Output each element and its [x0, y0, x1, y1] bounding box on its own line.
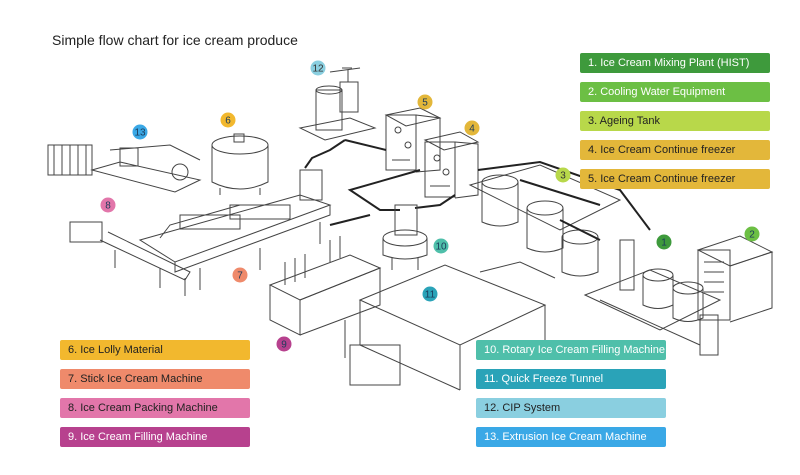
legend-item-2: 2. Cooling Water Equipment — [580, 82, 770, 102]
stick-machine-illustration — [138, 169, 332, 290]
page-title: Simple flow chart for ice cream produce — [52, 32, 298, 48]
packing-conveyor-illustration — [69, 221, 191, 296]
ice-lolly-material-tank-illustration — [211, 133, 269, 195]
legend-item-8: 8. Ice Cream Packing Machine — [60, 398, 250, 418]
legend-item-10: 10. Rotary Ice Cream Filling Machine — [476, 340, 666, 360]
legend-item-12: 12. CIP System — [476, 398, 666, 418]
cip-system-illustration — [298, 67, 377, 141]
filling-machine-illustration — [268, 236, 382, 336]
legend-item-4: 4. Ice Cream Continue freezer — [580, 140, 770, 160]
rotary-filling-machine-illustration — [382, 204, 428, 270]
cooling-water-equipment-illustration — [696, 235, 774, 323]
legend-item-7: 7. Stick Ice Cream Machine — [60, 369, 250, 389]
mixing-plant-illustration — [583, 239, 722, 356]
legend-item-1: 1. Ice Cream Mixing Plant (HIST) — [580, 53, 770, 73]
legend-item-5: 5. Ice Cream Continue freezer — [580, 169, 770, 189]
quick-freeze-tunnel-illustration — [344, 261, 556, 391]
legend-item-11: 11. Quick Freeze Tunnel — [476, 369, 666, 389]
continuous-freezer-4-illustration — [423, 131, 480, 199]
continuous-freezer-5-illustration — [384, 107, 442, 173]
legend-item-6: 6. Ice Lolly Material — [60, 340, 250, 360]
legend-item-13: 13. Extrusion Ice Cream Machine — [476, 427, 666, 447]
extrusion-machine-illustration — [47, 144, 202, 193]
legend-item-3: 3. Ageing Tank — [580, 111, 770, 131]
legend-item-9: 9. Ice Cream Filling Machine — [60, 427, 250, 447]
